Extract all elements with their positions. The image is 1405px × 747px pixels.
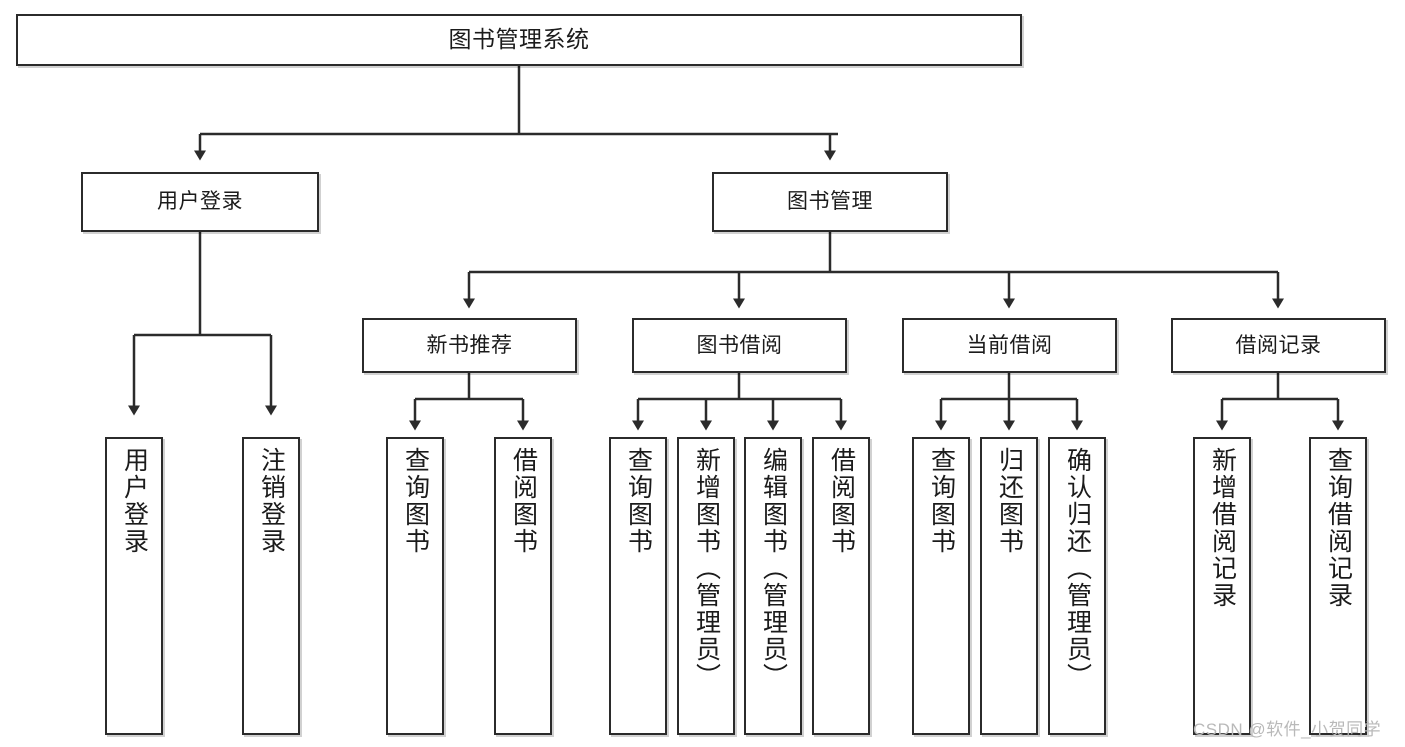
leaf-add-book-label: 新增图书（管理员） [692, 447, 721, 690]
node-current-borrow[interactable]: 当前借阅 [902, 318, 1117, 373]
node-current-borrow-label: 当前借阅 [966, 333, 1053, 357]
leaf-query-book-1-label: 查询图书 [401, 447, 430, 555]
leaf-user-login[interactable]: 用户登录 [105, 437, 163, 735]
leaf-user-logout[interactable]: 注销登录 [242, 437, 300, 735]
node-book-borrow-label: 图书借阅 [696, 333, 783, 357]
leaf-query-book-2[interactable]: 查询图书 [609, 437, 667, 735]
node-root-label: 图书管理系统 [448, 26, 590, 53]
leaf-borrow-book-2-label: 借阅图书 [827, 447, 856, 555]
node-new-book-recommend[interactable]: 新书推荐 [362, 318, 577, 373]
leaf-confirm-return[interactable]: 确认归还（管理员） [1048, 437, 1106, 735]
leaf-query-book-3[interactable]: 查询图书 [912, 437, 970, 735]
node-root[interactable]: 图书管理系统 [16, 14, 1022, 66]
node-book-borrow[interactable]: 图书借阅 [632, 318, 847, 373]
node-user-login-label: 用户登录 [157, 190, 243, 214]
leaf-query-book-3-label: 查询图书 [927, 447, 956, 555]
leaf-return-book[interactable]: 归还图书 [980, 437, 1038, 735]
node-borrow-record-label: 借阅记录 [1235, 333, 1322, 357]
leaf-query-book-1[interactable]: 查询图书 [386, 437, 444, 735]
leaf-return-book-label: 归还图书 [995, 447, 1024, 555]
leaf-confirm-return-label: 确认归还（管理员） [1063, 447, 1092, 690]
leaf-add-book[interactable]: 新增图书（管理员） [677, 437, 735, 735]
leaf-query-record-label: 查询借阅记录 [1324, 447, 1353, 609]
leaf-edit-book[interactable]: 编辑图书（管理员） [744, 437, 802, 735]
node-user-login[interactable]: 用户登录 [81, 172, 319, 232]
leaf-add-record-label: 新增借阅记录 [1208, 447, 1237, 609]
leaf-borrow-book-1-label: 借阅图书 [509, 447, 538, 555]
leaf-borrow-book-1[interactable]: 借阅图书 [494, 437, 552, 735]
leaf-user-login-label: 用户登录 [120, 447, 149, 555]
leaf-borrow-book-2[interactable]: 借阅图书 [812, 437, 870, 735]
leaf-query-book-2-label: 查询图书 [624, 447, 653, 555]
node-book-manage[interactable]: 图书管理 [712, 172, 948, 232]
leaf-add-record[interactable]: 新增借阅记录 [1193, 437, 1251, 735]
node-borrow-record[interactable]: 借阅记录 [1171, 318, 1386, 373]
leaf-query-record[interactable]: 查询借阅记录 [1309, 437, 1367, 735]
node-new-book-recommend-label: 新书推荐 [426, 333, 513, 357]
node-book-manage-label: 图书管理 [787, 190, 873, 214]
leaf-edit-book-label: 编辑图书（管理员） [759, 447, 788, 690]
leaf-user-logout-label: 注销登录 [257, 447, 286, 555]
watermark: CSDN @软件_小贺同学 [1193, 720, 1382, 739]
